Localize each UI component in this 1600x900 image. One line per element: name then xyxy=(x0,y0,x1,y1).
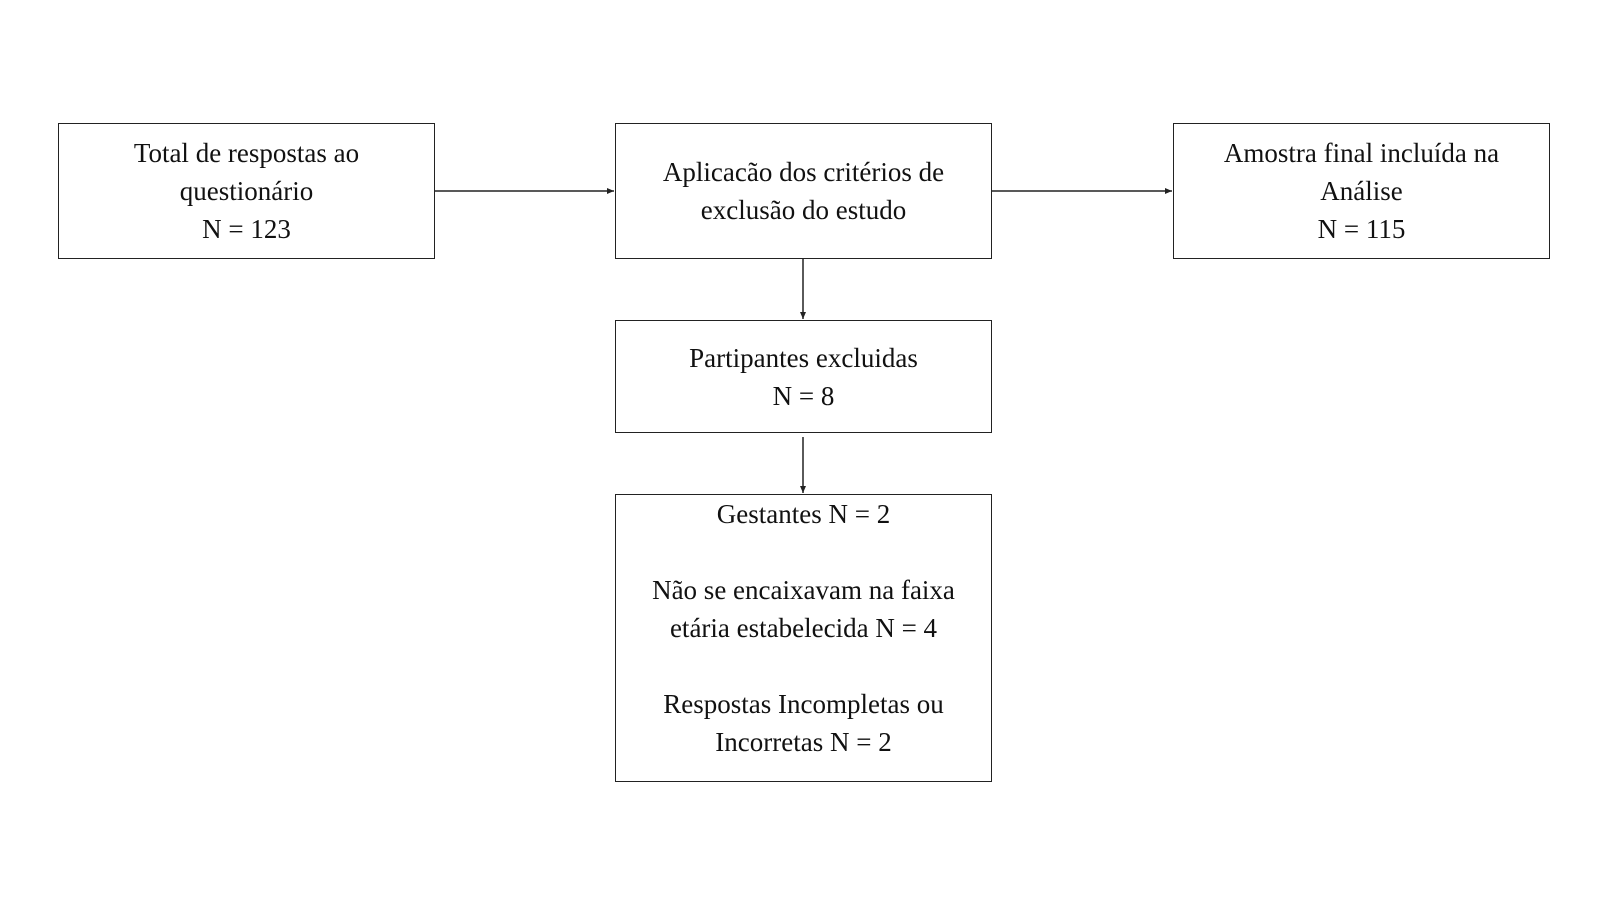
motivo-gestantes: Gestantes N = 2 xyxy=(717,495,890,533)
box-amostra-final: Amostra final incluída na Análise N = 11… xyxy=(1173,123,1550,259)
box-amostra-line-2: Análise xyxy=(1320,176,1403,206)
motivo-faixa-etaria-line-2: etária estabelecida N = 4 xyxy=(669,613,938,643)
box-total-respostas: Total de respostas ao questionário N = 1… xyxy=(58,123,435,259)
box-criterios-line-2: exclusão do estudo xyxy=(700,195,907,225)
box-total-line-1: Total de respostas ao xyxy=(133,138,360,168)
motivo-faixa-etaria: Não se encaixavam na faixa etária estabe… xyxy=(652,571,955,647)
motivo-gestantes-line-1: Gestantes N = 2 xyxy=(716,499,891,529)
motivo-respostas-line-2: Incorretas N = 2 xyxy=(715,727,892,757)
box-total-line-2: questionário xyxy=(179,176,314,206)
motivo-respostas-incompletas: Respostas Incompletas ou Incorretas N = … xyxy=(663,685,943,761)
motivo-respostas-line-1: Respostas Incompletas ou xyxy=(663,689,944,719)
box-criterios-line-1: Aplicacão dos critérios de xyxy=(662,157,945,187)
box-amostra-line-1: Amostra final incluída na xyxy=(1223,138,1500,168)
box-excluidas-line-1: Partipantes excluidas xyxy=(689,342,918,373)
box-amostra-line-3: N = 115 xyxy=(1317,214,1406,244)
box-criterios-exclusao: Aplicacão dos critérios de exclusão do e… xyxy=(615,123,992,259)
box-motivos-exclusao: Gestantes N = 2 Não se encaixavam na fai… xyxy=(615,494,992,782)
box-total-line-3: N = 123 xyxy=(202,214,291,244)
box-excluidas-line-2: N = 8 xyxy=(772,380,835,411)
motivo-faixa-etaria-line-1: Não se encaixavam na faixa xyxy=(652,575,955,605)
box-participantes-excluidas: Partipantes excluidas N = 8 xyxy=(615,320,992,433)
